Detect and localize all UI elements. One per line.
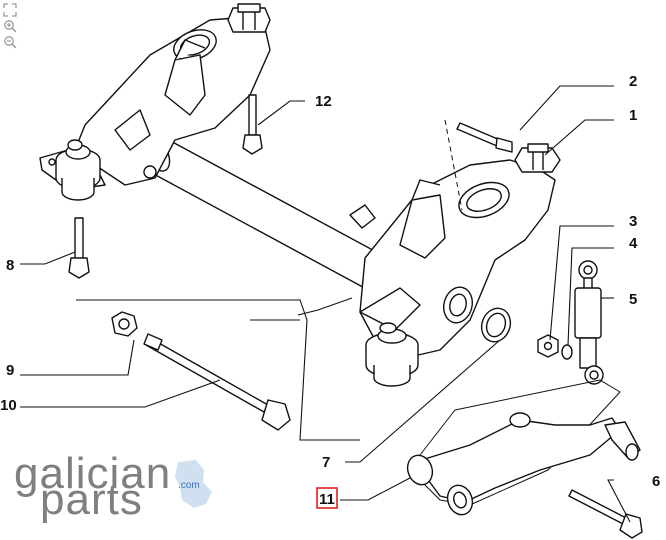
bolt-10: [143, 333, 291, 431]
nut-3: [537, 334, 559, 358]
highlight-box: [316, 487, 338, 509]
left-lower-mount: [55, 139, 101, 201]
bolt-2: [456, 122, 513, 153]
callout-5[interactable]: 5: [629, 291, 637, 308]
logo-line2: parts: [40, 475, 143, 524]
nut-9: [111, 311, 138, 337]
bolt-6: [568, 489, 643, 539]
shock-absorber-5: [574, 260, 604, 385]
galicianparts-logo: galician parts .com: [14, 449, 212, 524]
bolt-8: [68, 217, 90, 279]
zoom-in-icon[interactable]: [3, 19, 17, 33]
callout-11[interactable]: 11: [319, 491, 335, 508]
right-subframe-arm: [349, 159, 556, 359]
bushing-ring: [480, 307, 512, 343]
left-top-mount: [227, 3, 271, 33]
callout-8[interactable]: 8: [6, 257, 14, 274]
bolt-12: [242, 94, 263, 155]
leader-lines: [20, 85, 631, 523]
callout-6[interactable]: 6: [652, 473, 660, 490]
callout-2[interactable]: 2: [629, 73, 637, 90]
callout-9[interactable]: 9: [6, 362, 14, 379]
zoom-out-icon[interactable]: [3, 35, 17, 49]
callout-7[interactable]: 7: [322, 454, 330, 471]
washer-4: [561, 344, 573, 360]
callout-1[interactable]: 1: [629, 107, 637, 124]
callout-10[interactable]: 10: [0, 397, 17, 414]
right-lower-mount: [365, 322, 419, 387]
axis-line: [444, 119, 463, 211]
callout-12[interactable]: 12: [315, 93, 332, 110]
right-top-mount: [514, 143, 561, 173]
logo-line1: galician: [14, 449, 171, 498]
logo-suffix: .com: [178, 480, 200, 491]
callout-3[interactable]: 3: [629, 213, 637, 230]
fullscreen-icon[interactable]: [3, 3, 17, 17]
callout-4[interactable]: 4: [629, 235, 638, 252]
callout-labels: 1 2 3 4 5 6 7 8 9 10 11 12: [0, 73, 660, 509]
viewer-toolbar: [3, 3, 19, 49]
control-arm-11: [406, 379, 641, 516]
